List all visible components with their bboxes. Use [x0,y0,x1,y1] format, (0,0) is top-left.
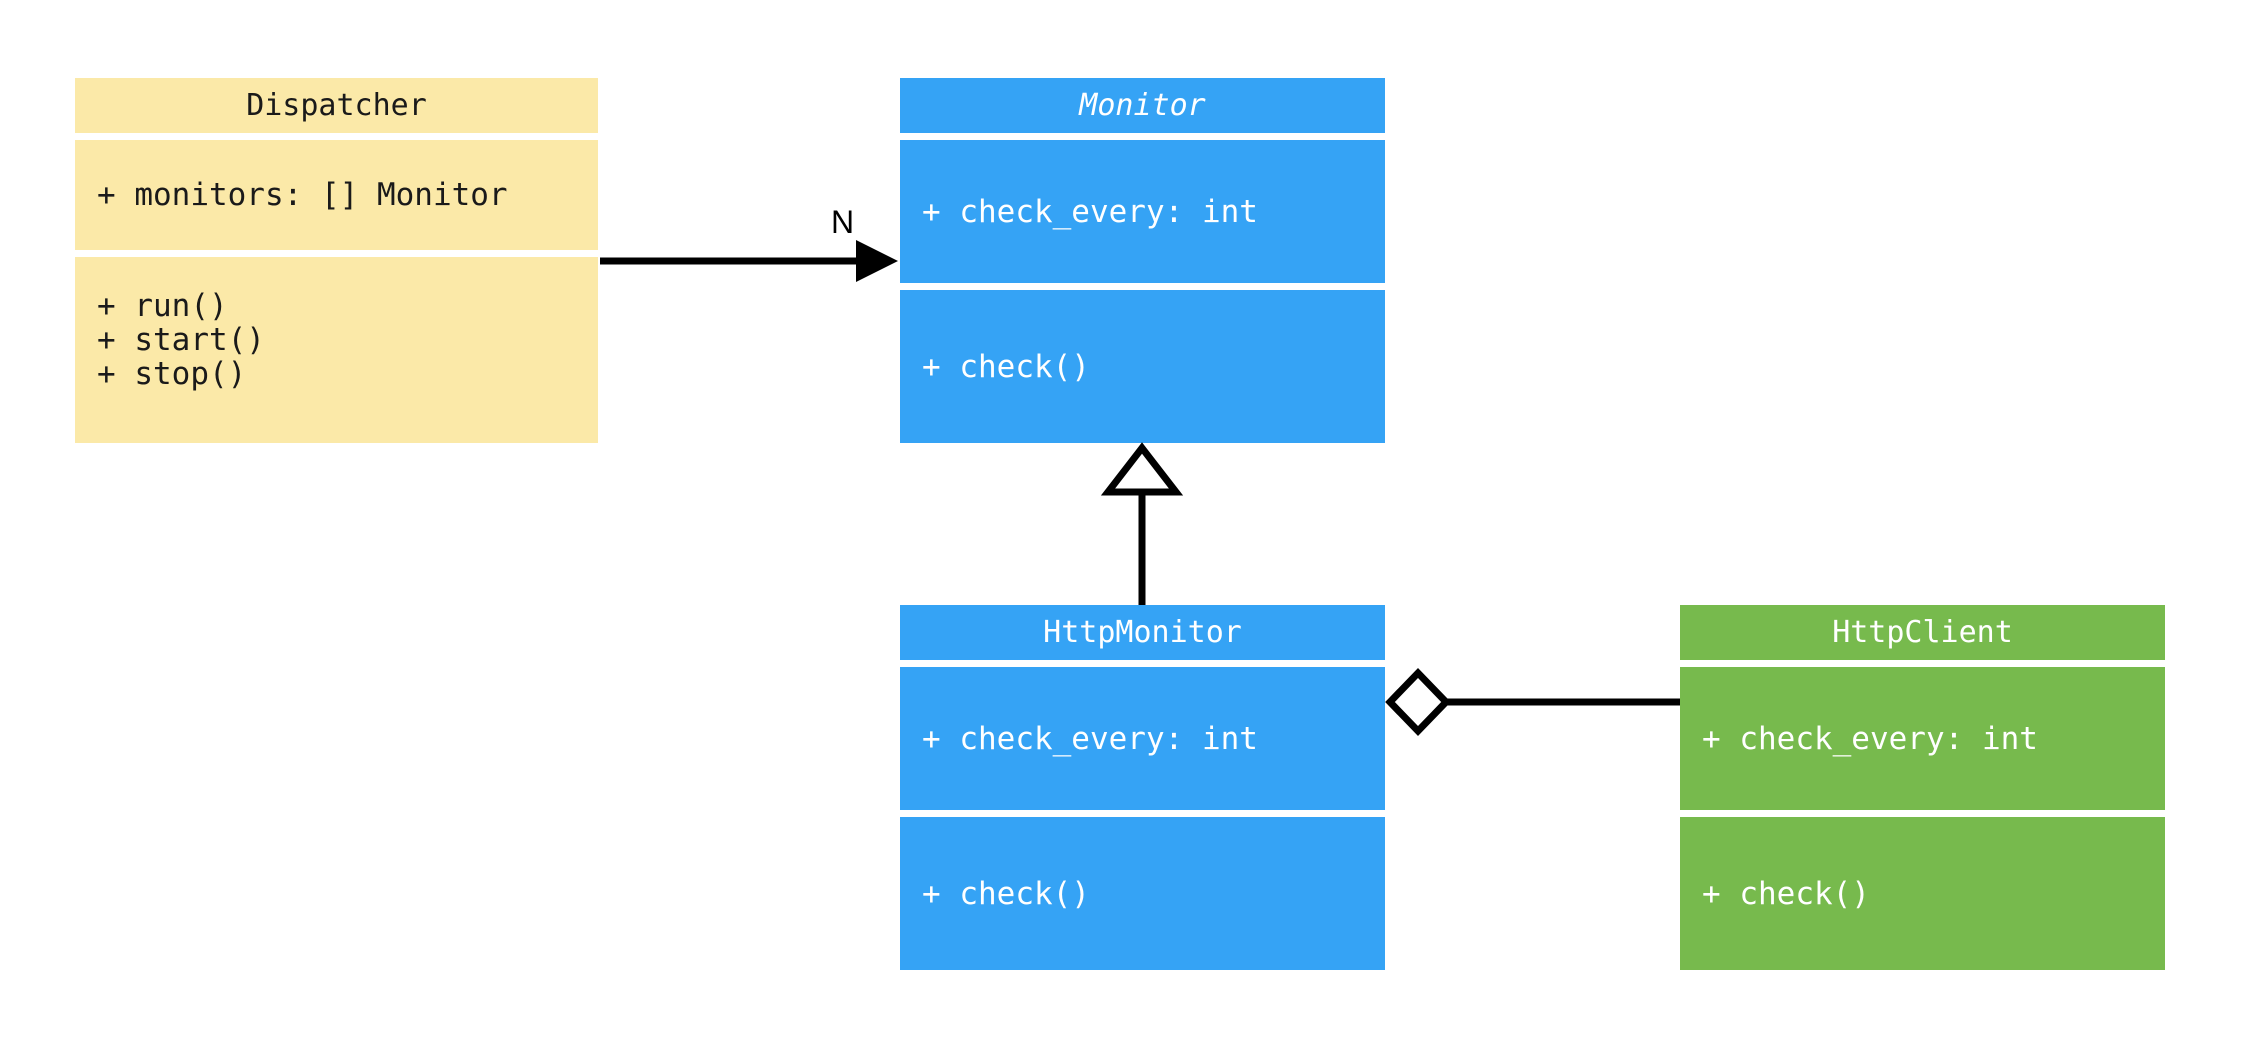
compartment-divider [1680,810,2165,817]
compartment-divider [1680,660,2165,667]
class-method: + check() [922,875,1090,912]
class-method: + stop() [97,356,247,392]
hollow-diamond-head-icon [1385,667,1451,737]
class-attribute: + check_every: int [922,720,1258,757]
edge-httpmonitor-to-monitor [1100,442,1184,605]
class-methods-compartment-dispatcher: + run() + start() + stop() [75,257,598,443]
class-name-httpmonitor: HttpMonitor [1043,614,1242,650]
class-name-httpclient: HttpClient [1832,614,2013,650]
edge-multiplicity-label-n: N [831,204,855,240]
class-method: + check() [1702,875,1870,912]
class-methods-compartment-httpmonitor: + check() [900,817,1385,970]
class-title-compartment-httpmonitor: HttpMonitor [900,605,1385,660]
compartment-divider [75,133,598,140]
class-attributes-compartment-monitor: + check_every: int [900,140,1385,283]
class-box-dispatcher[interactable]: Dispatcher + monitors: [] Monitor + run(… [75,78,598,443]
class-methods-compartment-monitor: + check() [900,290,1385,443]
edge-dispatcher-to-monitor [600,240,898,282]
class-box-httpclient[interactable]: HttpClient + check_every: int + check() [1680,605,2165,970]
class-title-compartment-dispatcher: Dispatcher [75,78,598,133]
class-method: + check() [922,348,1090,385]
class-box-httpmonitor[interactable]: HttpMonitor + check_every: int + check() [900,605,1385,970]
class-attributes-compartment-httpclient: + check_every: int [1680,667,2165,810]
class-attribute: + monitors: [] Monitor [97,177,508,213]
class-attribute: + check_every: int [1702,720,2038,757]
compartment-divider [75,250,598,257]
class-title-compartment-monitor: Monitor [900,78,1385,133]
class-box-monitor[interactable]: Monitor + check_every: int + check() [900,78,1385,443]
compartment-divider [900,133,1385,140]
compartment-divider [900,660,1385,667]
class-title-compartment-httpclient: HttpClient [1680,605,2165,660]
class-methods-compartment-httpclient: + check() [1680,817,2165,970]
class-attributes-compartment-dispatcher: + monitors: [] Monitor [75,140,598,250]
solid-arrow-head-icon [856,240,898,282]
class-method: + start() [97,322,265,358]
class-name-monitor: Monitor [1079,87,1206,123]
hollow-triangle-head-icon [1100,442,1184,496]
edge-httpmonitor-to-httpclient [1385,667,1680,737]
compartment-divider [900,810,1385,817]
class-attribute: + check_every: int [922,193,1258,230]
class-name-dispatcher: Dispatcher [246,87,427,123]
class-attributes-compartment-httpmonitor: + check_every: int [900,667,1385,810]
class-method: + run() [97,288,228,324]
compartment-divider [900,283,1385,290]
